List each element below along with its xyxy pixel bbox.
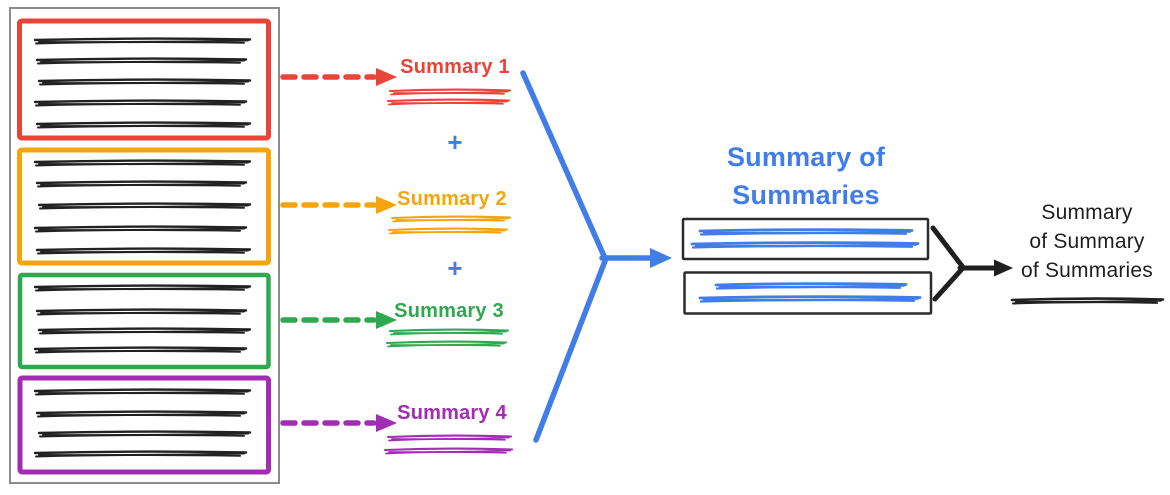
document-1-text-line: [35, 57, 248, 65]
summary-of-summaries-box-1: [681, 217, 930, 261]
summary-1-scribble: [388, 88, 512, 96]
document-4-text-line: [33, 388, 252, 396]
plus-sign-2: +: [447, 253, 463, 283]
doc3-to-summary3-arrow: [280, 311, 397, 329]
document-box-1: [17, 18, 271, 141]
merge-lines: [520, 70, 655, 443]
doc3-to-summary3-arrow-head-icon: [376, 311, 397, 329]
sos-box2-text-line: [698, 295, 922, 303]
document-4-text-line: [37, 430, 252, 438]
final-summary-line-2: of Summary: [1029, 230, 1145, 253]
plus-sign-1: +: [447, 127, 463, 157]
document-3-text-line: [33, 284, 252, 292]
document-box-2: [17, 147, 271, 266]
summary-4-scribble: [383, 447, 514, 455]
document-1-text-line: [37, 78, 252, 86]
final-summary-scribble: [1010, 297, 1165, 305]
scribble-layer: [33, 37, 1165, 458]
summary-1-scribble: [386, 98, 511, 106]
summary-2-scribble: [390, 215, 512, 223]
document-4-text-line: [35, 410, 248, 418]
document-1-text-line: [33, 37, 252, 45]
document-4-text-line: [33, 450, 248, 458]
doc4-to-summary4-arrow: [280, 414, 397, 432]
doc2-to-summary2-arrow-head-icon: [376, 196, 397, 214]
doc1-to-summary1-arrow-head-icon: [376, 68, 397, 86]
summary-3-scribble: [385, 340, 508, 348]
document-2-text-line: [37, 202, 252, 210]
summary-4-label: Summary 4: [397, 402, 507, 424]
document-2-text-line: [35, 180, 248, 188]
doc4-to-summary4-arrow-head-icon: [376, 414, 397, 432]
document-3-text-line: [37, 327, 252, 335]
summary-of-summaries-box-2: [683, 271, 933, 315]
sos-title-line-2: Summaries: [732, 180, 880, 210]
merge-arrowhead-icon: [650, 248, 672, 268]
document-box-3: [17, 272, 271, 370]
summary-of-summaries-title: Summary of Summaries: [727, 138, 885, 214]
document-1-text-line: [33, 99, 248, 107]
final-summary-line-1: Summary: [1041, 201, 1133, 224]
sos-box1-text-line: [698, 228, 914, 236]
summary-2-scribble: [387, 227, 509, 235]
final-merge-arrowhead-icon: [994, 259, 1013, 277]
sos-box1-text-line: [690, 241, 920, 249]
final-summary-line-3: of Summaries: [1021, 259, 1153, 282]
doc1-to-summary1-arrow: [280, 68, 397, 86]
summary-4-scribble: [386, 434, 513, 442]
document-2-text-line: [35, 247, 252, 255]
document-2-text-line: [33, 225, 248, 233]
summary-1-label: Summary 1: [400, 56, 510, 78]
document-3-text-line: [35, 308, 248, 316]
document-3-text-line: [33, 346, 248, 354]
sos-title-line-1: Summary of: [726, 142, 886, 172]
summary-2-label: Summary 2: [397, 188, 507, 210]
document-1-text-line: [35, 121, 252, 129]
final-summary-label: Summary of Summary of Summaries: [1021, 198, 1153, 285]
document-box-4: [17, 375, 271, 475]
document-2-text-line: [33, 159, 252, 167]
sos-box2-text-line: [714, 282, 908, 290]
document-collection-frame: [9, 7, 280, 484]
summary-3-scribble: [388, 328, 510, 336]
summary-3-label: Summary 3: [394, 300, 504, 322]
doc2-to-summary2-arrow: [280, 196, 397, 214]
final-merge-lines: [930, 225, 997, 302]
